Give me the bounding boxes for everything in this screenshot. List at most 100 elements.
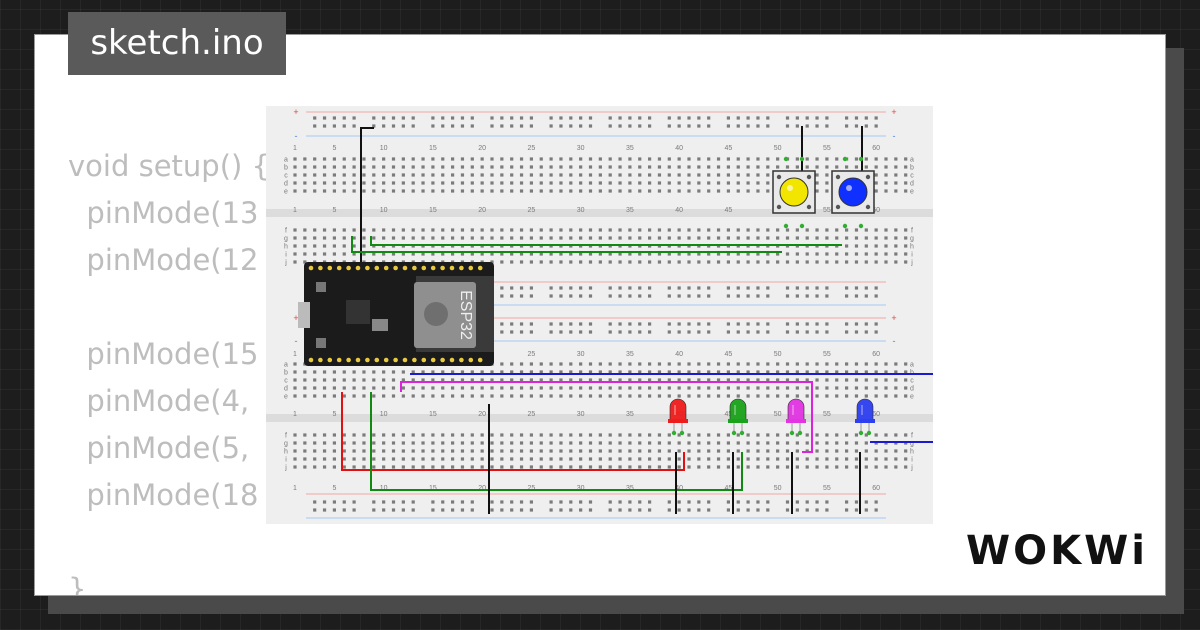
rail-hole bbox=[766, 322, 770, 326]
breadboard-hole bbox=[362, 181, 366, 185]
breadboard-hole bbox=[519, 457, 524, 461]
breadboard-hole bbox=[618, 449, 622, 453]
breadboard-hole bbox=[736, 465, 740, 469]
breadboard-hole bbox=[756, 370, 760, 374]
breadboard-hole bbox=[677, 236, 681, 240]
breadboard-hole bbox=[411, 433, 415, 437]
breadboard-hole bbox=[480, 370, 484, 374]
row-label: c bbox=[910, 173, 914, 180]
rail-hole bbox=[460, 508, 465, 512]
leds[interactable] bbox=[668, 398, 875, 436]
breadboard-hole bbox=[293, 244, 297, 248]
pushbutton-screw bbox=[835, 204, 841, 210]
pushbutton-blue[interactable] bbox=[831, 156, 875, 229]
breadboard-hole bbox=[401, 181, 405, 185]
pushbutton-yellow[interactable] bbox=[772, 156, 816, 229]
breadboard-hole bbox=[411, 394, 415, 398]
led-red[interactable] bbox=[668, 398, 688, 436]
breadboard-hole bbox=[293, 457, 297, 461]
breadboard-hole bbox=[500, 386, 504, 390]
breadboard-hole bbox=[303, 386, 307, 390]
breadboard-hole bbox=[500, 370, 504, 374]
breadboard-hole bbox=[707, 252, 711, 256]
breadboard-hole bbox=[549, 386, 553, 390]
breadboard-hole bbox=[716, 236, 721, 240]
breadboard-hole bbox=[401, 370, 405, 374]
breadboard-hole bbox=[648, 181, 652, 185]
breadboard-hole bbox=[687, 228, 691, 232]
breadboard-hole bbox=[776, 441, 780, 445]
breadboard-hole bbox=[411, 260, 415, 264]
rail-hole bbox=[470, 508, 474, 512]
breadboard-hole bbox=[874, 244, 878, 248]
breadboard-hole bbox=[559, 370, 563, 374]
breadboard-hole bbox=[825, 173, 829, 177]
led-green[interactable] bbox=[728, 398, 748, 436]
breadboard-hole bbox=[559, 173, 563, 177]
esp32-pin bbox=[327, 357, 333, 363]
breadboard-hole bbox=[480, 157, 484, 161]
breadboard-hole bbox=[293, 165, 297, 169]
breadboard-hole bbox=[451, 260, 455, 264]
breadboard-hole bbox=[569, 260, 573, 264]
rail-hole bbox=[588, 116, 593, 120]
breadboard-hole bbox=[845, 441, 849, 445]
breadboard-hole bbox=[322, 244, 327, 248]
breadboard-hole bbox=[697, 394, 701, 398]
breadboard-hole bbox=[382, 386, 386, 390]
breadboard-hole bbox=[480, 260, 484, 264]
rail-hole bbox=[805, 286, 809, 290]
breadboard-hole bbox=[726, 165, 730, 169]
rail-hole bbox=[372, 124, 376, 128]
breadboard-hole bbox=[707, 370, 711, 374]
breadboard-hole bbox=[667, 386, 671, 390]
rail-hole bbox=[638, 124, 642, 128]
rail-hole bbox=[382, 124, 386, 128]
rail-hole bbox=[756, 116, 760, 120]
breadboard-hole bbox=[825, 362, 829, 366]
rail-hole bbox=[431, 500, 435, 504]
led-magenta[interactable] bbox=[786, 398, 806, 436]
rail-hole bbox=[766, 500, 770, 504]
breadboard-hole bbox=[657, 173, 662, 177]
breadboard-hole bbox=[874, 433, 878, 437]
breadboard-hole bbox=[579, 465, 583, 469]
breadboard-hole bbox=[559, 433, 563, 437]
breadboard-hole bbox=[362, 228, 366, 232]
row-label: a bbox=[910, 362, 914, 369]
rail-hole bbox=[874, 286, 878, 290]
esp32-board[interactable]: ESP32 bbox=[298, 262, 494, 366]
breadboard-hole bbox=[322, 386, 327, 390]
esp32-pin bbox=[318, 265, 323, 271]
breadboard-hole bbox=[411, 441, 415, 445]
breadboard-hole bbox=[667, 157, 671, 161]
breadboard-hole bbox=[864, 157, 868, 161]
breadboard-hole bbox=[421, 260, 425, 264]
breadboard-hole bbox=[667, 173, 671, 177]
breadboard-hole bbox=[736, 433, 740, 437]
rail-hole bbox=[401, 500, 405, 504]
breadboard-hole bbox=[480, 465, 484, 469]
breadboard-hole bbox=[736, 370, 740, 374]
breadboard-hole bbox=[441, 441, 445, 445]
rail-hole bbox=[618, 500, 622, 504]
breadboard-hole bbox=[697, 378, 701, 382]
breadboard-hole bbox=[667, 236, 671, 240]
file-tab-sketch[interactable]: sketch.ino bbox=[68, 12, 286, 75]
led-blue[interactable] bbox=[855, 398, 875, 436]
breadboard-hole bbox=[874, 228, 878, 232]
breadboard-hole bbox=[618, 157, 622, 161]
rail-hole bbox=[697, 330, 701, 334]
pushbuttons[interactable] bbox=[772, 156, 875, 229]
rail-hole bbox=[460, 500, 465, 504]
breadboard-hole bbox=[677, 157, 681, 161]
component-icon bbox=[372, 319, 388, 331]
breadboard-hole bbox=[766, 386, 770, 390]
rail-hole bbox=[559, 124, 563, 128]
breadboard-hole bbox=[598, 157, 602, 161]
breadboard-hole bbox=[569, 236, 573, 240]
breadboard-hole bbox=[667, 457, 671, 461]
column-label: 45 bbox=[725, 207, 733, 214]
breadboard-hole bbox=[293, 181, 297, 185]
rail-hole bbox=[677, 124, 681, 128]
